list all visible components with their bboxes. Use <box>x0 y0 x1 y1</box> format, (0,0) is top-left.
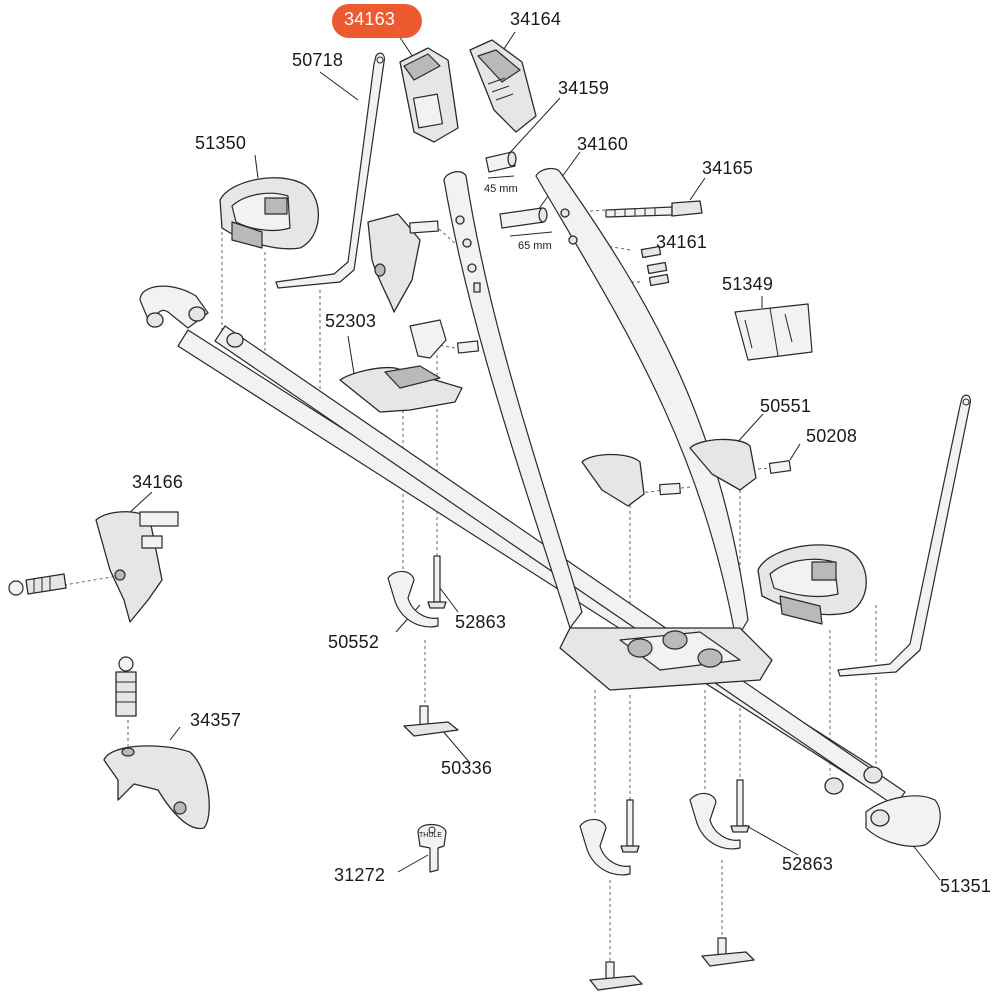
part-34163-grip <box>399 47 459 143</box>
part-34164-grip <box>469 39 537 133</box>
part-strap-right <box>837 394 971 677</box>
part-34160-spacer <box>499 207 553 237</box>
part-label-50551[interactable]: 50551 <box>760 396 812 416</box>
part-label-34166[interactable]: 34166 <box>132 472 184 492</box>
part-label-34164[interactable]: 34164 <box>510 9 562 29</box>
part-34166-bracket <box>95 511 179 623</box>
part-51350-wheel-holder <box>219 177 319 250</box>
part-50208-pin <box>659 460 792 496</box>
part-label-51350[interactable]: 51350 <box>195 133 247 153</box>
part-52863-bolt <box>427 555 750 853</box>
base-plate <box>559 627 773 691</box>
part-34165-bolt <box>605 200 703 218</box>
part-34161-clips <box>640 245 670 287</box>
part-50718-strap <box>275 52 385 289</box>
part-label-31272[interactable]: 31272 <box>334 865 386 885</box>
part-50336-tbolt <box>403 705 755 991</box>
part-34159-spacer <box>485 151 517 179</box>
part-label-52863[interactable]: 52863 <box>455 612 507 632</box>
part-52303-clamp <box>339 319 480 413</box>
highlighted-part-marker[interactable] <box>332 4 422 38</box>
dimension-label-45mm: 45 mm <box>484 183 518 195</box>
part-label-34357[interactable]: 34357 <box>190 710 242 730</box>
part-lock-cylinder <box>8 573 67 596</box>
part-label-51349[interactable]: 51349 <box>722 274 774 294</box>
part-label-50718[interactable]: 50718 <box>292 50 344 70</box>
part-label-51351[interactable]: 51351 <box>940 876 992 896</box>
part-label-50336[interactable]: 50336 <box>441 758 493 778</box>
part-34357-bracket <box>103 656 210 830</box>
part-31272-key <box>417 823 447 873</box>
part-label-34165[interactable]: 34165 <box>702 158 754 178</box>
part-upper-bracket <box>367 213 439 313</box>
part-label-34160[interactable]: 34160 <box>577 134 629 154</box>
part-51349-stickers <box>734 303 813 361</box>
part-label-34161[interactable]: 34161 <box>656 232 708 252</box>
part-label-52303[interactable]: 52303 <box>325 311 377 331</box>
part-label-34159[interactable]: 34159 <box>558 78 610 98</box>
part-50551-knob <box>581 438 757 507</box>
part-label-50552[interactable]: 50552 <box>328 632 380 652</box>
part-label-50208[interactable]: 50208 <box>806 426 858 446</box>
part-label-52863-lower[interactable]: 52863 <box>782 854 834 874</box>
key-brand-text: THULE <box>419 832 442 839</box>
upright-arms <box>443 167 749 641</box>
part-51350-wheel-holder-right <box>757 544 867 625</box>
dimension-label-65mm: 65 mm <box>518 240 552 252</box>
part-label-34163[interactable]: 34163 <box>344 9 396 29</box>
part-50552-clamp <box>387 570 741 876</box>
